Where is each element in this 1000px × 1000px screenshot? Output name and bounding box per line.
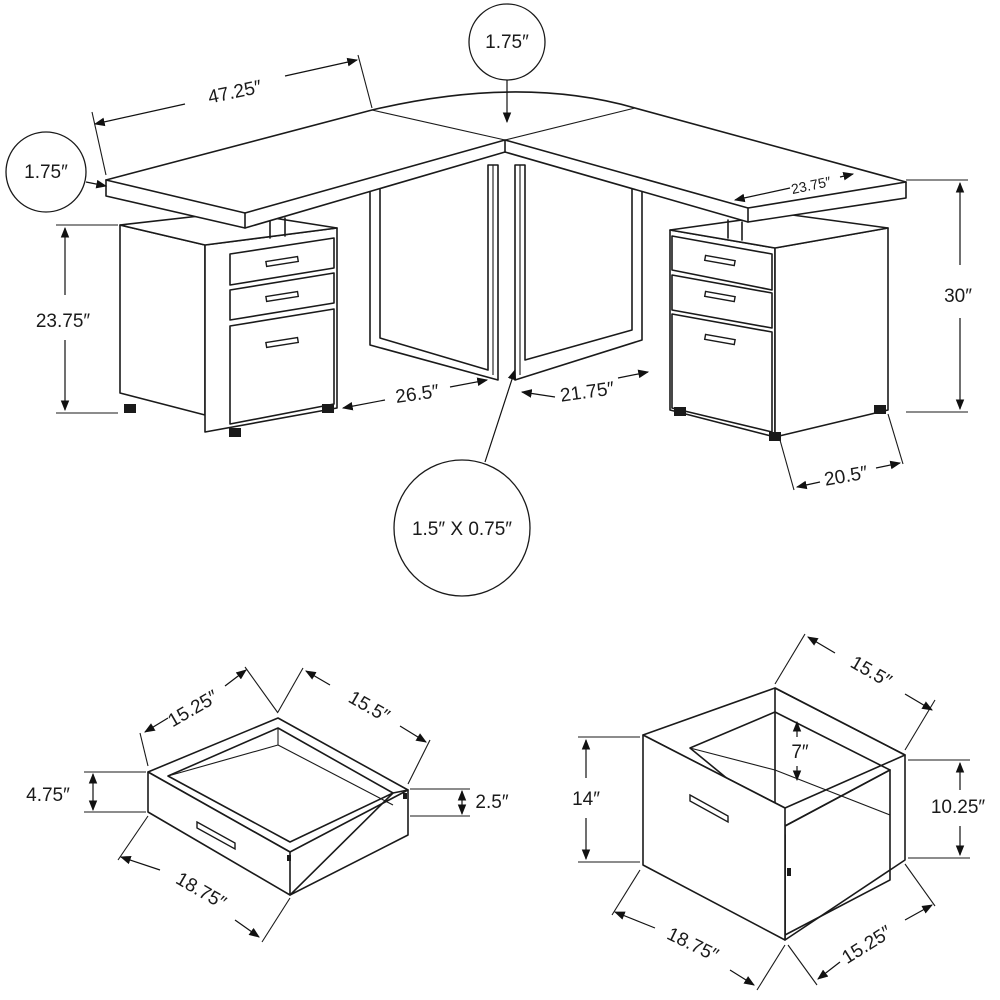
small-drawer-side-height-label: 2.5″: [475, 792, 508, 813]
small-drawer-width-label: 15.25″: [164, 686, 222, 731]
cabinet-depth-label: 20.5″: [823, 462, 870, 490]
file-drawer-width-label: 15.25″: [839, 922, 896, 969]
leg-profile-label: 1.5″ X 0.75″: [412, 519, 512, 540]
desk-top: [105, 91, 907, 229]
top-thickness-corner-label: 1.75″: [485, 32, 529, 53]
file-drawer-front-height-label: 14″: [572, 789, 600, 810]
inner-span-right-label: 21.75″: [559, 378, 616, 406]
center-leg-frame: [369, 164, 643, 381]
inner-span-left-label: 26.5″: [394, 381, 440, 408]
cabinet-height-label: 23.75″: [36, 311, 91, 332]
l-desk-drawing: [105, 91, 907, 441]
file-drawer-side-height-label: 10.25″: [931, 797, 986, 818]
small-drawer-front-height-label: 4.75″: [26, 785, 70, 806]
small-drawer-depth-label: 15.5″: [345, 687, 394, 727]
file-drawer-depth-label: 15.5″: [847, 652, 896, 692]
small-drawer-front-width-label: 18.75″: [172, 869, 230, 914]
small-drawer-drawing: [147, 717, 409, 896]
desk-width-label: 47.25″: [206, 77, 264, 109]
right-pedestal-cabinet: [669, 213, 889, 441]
file-drawer-front-width-label: 18.75″: [663, 924, 721, 967]
top-thickness-left-label: 1.75″: [24, 162, 68, 183]
file-drawer-drawing: [642, 687, 906, 941]
left-pedestal-cabinet: [119, 211, 338, 437]
desk-height-label: 30″: [944, 286, 972, 307]
file-drawer-inner-height-label: 7″: [791, 742, 809, 763]
desk-dimensions: 47.25″ 1.75″ 1.75″ 23.75″ 23.75″ 30″ 26.…: [5, 3, 972, 597]
